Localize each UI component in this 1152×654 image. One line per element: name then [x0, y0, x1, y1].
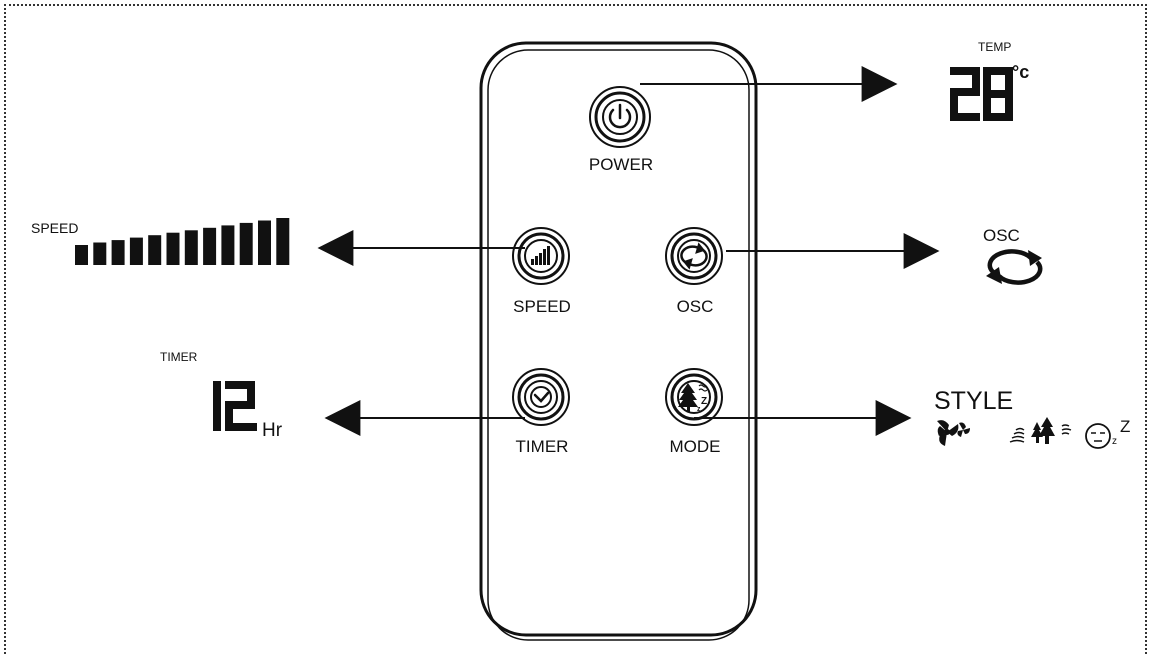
speed-label: SPEED — [513, 297, 571, 316]
speed-level-bar — [166, 232, 180, 265]
speed-level-bar — [148, 235, 162, 265]
speed-level-bar — [239, 222, 253, 265]
timer-label: TIMER — [515, 437, 569, 456]
temp-digits — [950, 67, 1013, 121]
clock-icon — [530, 386, 552, 408]
oscillate-icon — [680, 242, 708, 270]
speed-level-bar — [258, 220, 271, 265]
osc-button[interactable] — [665, 227, 723, 285]
speed-level-bar — [93, 242, 107, 265]
mode-button[interactable]: Z z — [665, 368, 723, 426]
speed-level-bars — [75, 218, 290, 265]
svg-text:Z: Z — [701, 396, 707, 407]
speed-level-bar — [111, 240, 125, 265]
timer-unit: Hr — [262, 420, 283, 441]
speed-level-bar — [276, 218, 290, 265]
mode-tree-icon: Z z — [678, 383, 708, 413]
power-icon — [608, 103, 632, 129]
speed-bars-icon — [531, 246, 550, 265]
speed-display-label: SPEED — [31, 220, 79, 236]
temp-unit: °c — [1012, 62, 1030, 82]
svg-text:z: z — [1112, 436, 1117, 447]
speed-level-bar — [221, 225, 235, 265]
svg-text:Z: Z — [1120, 417, 1130, 436]
power-button[interactable] — [589, 86, 651, 148]
timer-display-label: TIMER — [160, 350, 198, 364]
osc-display-icon — [986, 249, 1043, 285]
power-label: POWER — [588, 155, 654, 174]
speed-level-bar — [203, 227, 217, 265]
sleep-icon: z Z — [1085, 417, 1130, 449]
osc-display-label: OSC — [983, 226, 1020, 245]
remote-control-body — [479, 41, 758, 641]
svg-text:z: z — [697, 406, 701, 413]
style-display-label: STYLE — [934, 387, 1014, 415]
natural-wind-icon — [1009, 417, 1072, 444]
dotted-border — [4, 4, 1147, 654]
temp-display-label: TEMP — [978, 40, 1012, 54]
speed-button[interactable] — [512, 227, 570, 285]
mode-label: MODE — [669, 437, 721, 456]
timer-button[interactable] — [512, 368, 570, 426]
timer-digits — [213, 381, 257, 431]
speed-level-bar — [75, 245, 88, 265]
osc-label: OSC — [676, 297, 714, 316]
speed-level-bar — [129, 237, 143, 265]
speed-level-bar — [184, 230, 198, 265]
fan-icon — [937, 420, 970, 446]
